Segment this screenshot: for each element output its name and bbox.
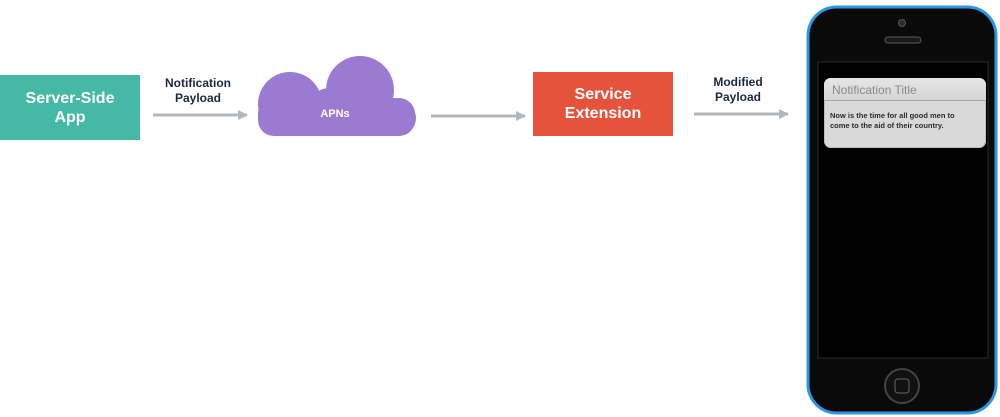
notification-title: Notification Title [824, 78, 986, 101]
notification-payload-line-2: Payload [174, 91, 222, 105]
notification-payload-line-1: Notification [165, 76, 231, 90]
service-extension-label-line-2: Extension [564, 105, 642, 122]
notification-payload-label: Notification Payload [148, 76, 248, 106]
modified-payload-line-1: Modified [713, 75, 763, 89]
notification-body: Now is the time for all good men to come… [824, 101, 986, 131]
modified-payload-line-2: Payload [714, 90, 762, 104]
service-extension-label-line-1: Service [574, 86, 632, 103]
speaker-grille-icon [884, 36, 922, 44]
notification-banner[interactable]: Notification Title Now is the time for a… [824, 78, 986, 148]
modified-payload-label: Modified Payload [688, 75, 788, 105]
server-side-app-label-line-2: App [54, 108, 86, 126]
home-button[interactable] [884, 368, 920, 404]
phone-device [806, 5, 998, 415]
notification-body-line-2: come to the aid of their country. [830, 121, 944, 130]
apns-label: APNs [320, 108, 350, 120]
camera-icon [898, 19, 906, 27]
home-square-icon [894, 378, 910, 394]
apns-cloud [258, 56, 416, 136]
notification-body-line-1: Now is the time for all good men to [830, 111, 955, 120]
server-side-app-node: Server-Side App [0, 75, 140, 140]
service-extension-node: Service Extension [533, 72, 673, 136]
server-side-app-label-line-1: Server-Side [25, 89, 115, 107]
